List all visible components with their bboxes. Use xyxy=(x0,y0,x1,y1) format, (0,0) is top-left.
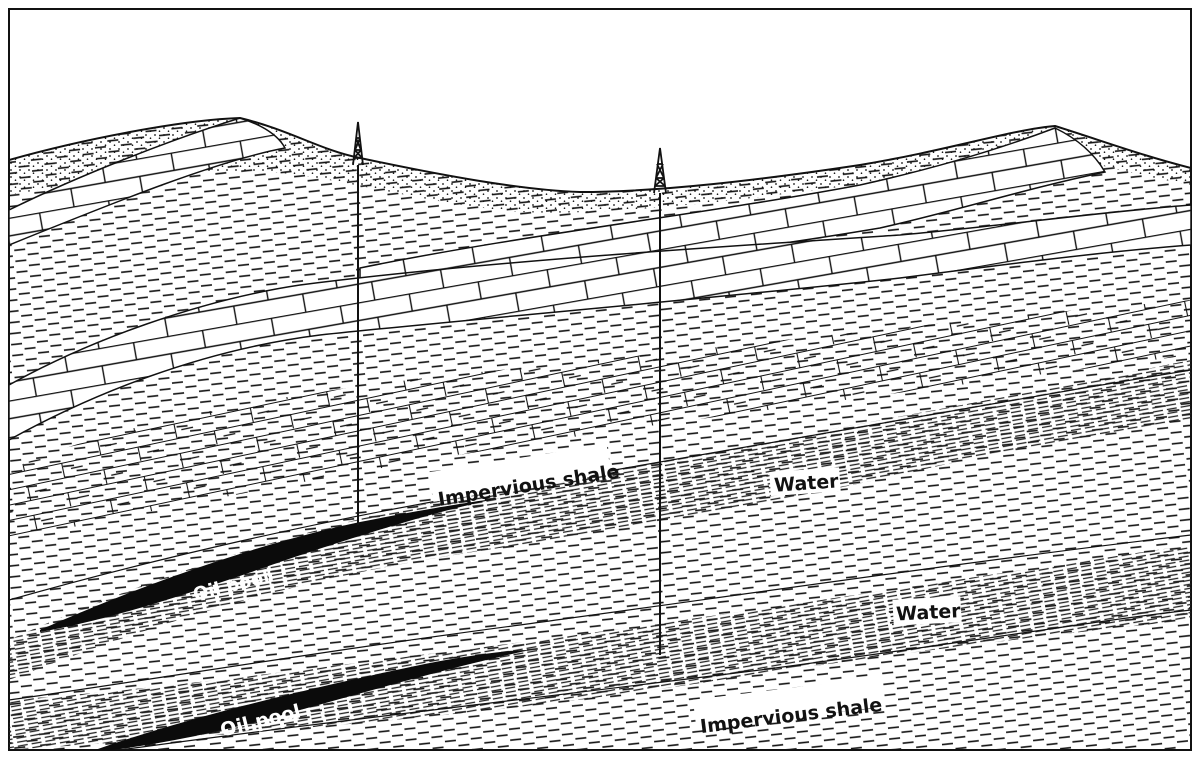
water-lower-label-group: Water xyxy=(892,596,961,626)
water-lower-label: Water xyxy=(896,600,962,625)
water-upper-label-group: Water xyxy=(769,467,841,497)
water-upper-label: Water xyxy=(773,470,839,496)
